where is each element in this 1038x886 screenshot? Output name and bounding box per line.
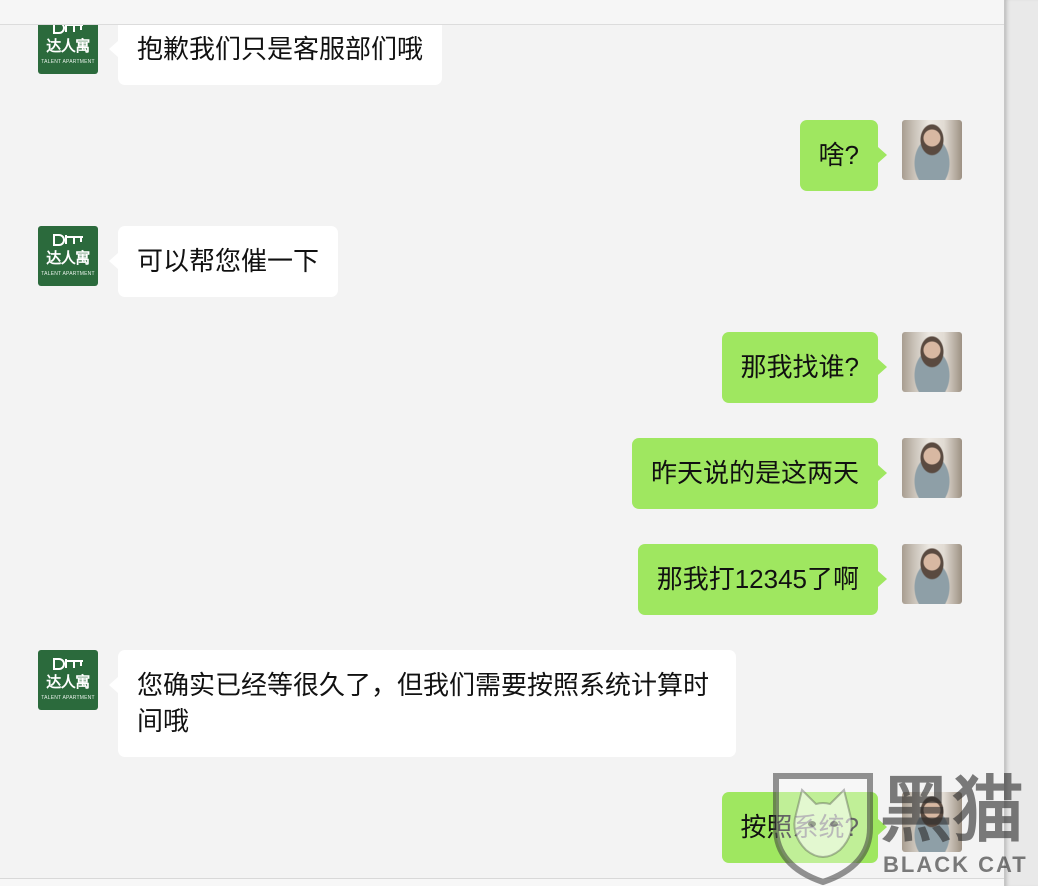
message-text: 您确实已经等很久了，但我们需要按照系统计算时间哦 (137, 670, 710, 736)
message-text: 抱歉我们只是客服部们哦 (137, 34, 424, 64)
window-edge-panel (1004, 0, 1038, 886)
agent-avatar-name: 达人寓 (46, 250, 90, 267)
message-row-outgoing: 昨天说的是这两天 (38, 438, 962, 509)
agent-avatar-name: 达人寓 (46, 38, 90, 55)
message-row-outgoing: 那我找谁? (38, 332, 962, 403)
agent-avatar-name: 达人寓 (46, 674, 90, 691)
agent-avatar-subtitle: TALENT APARTMENT (41, 695, 95, 701)
user-avatar[interactable] (902, 438, 962, 498)
message-row-incoming: 达人寓 TALENT APARTMENT 您确实已经等很久了，但我们需要按照系统… (38, 650, 962, 757)
message-row-outgoing: 那我打12345了啊 (38, 544, 962, 615)
chat-footer-divider (0, 878, 1004, 886)
agent-avatar-subtitle: TALENT APARTMENT (41, 271, 95, 277)
message-bubble-incoming[interactable]: 您确实已经等很久了，但我们需要按照系统计算时间哦 (109, 650, 736, 757)
message-list[interactable]: 达人寓 TALENT APARTMENT 抱歉我们只是客服部们哦 啥? (0, 0, 1004, 878)
key-icon (53, 658, 83, 670)
message-bubble-outgoing[interactable]: 那我打12345了啊 (637, 544, 888, 615)
message-text: 那我打12345了啊 (656, 564, 859, 594)
message-bubble-outgoing[interactable]: 按照系统? (721, 792, 888, 863)
message-row-outgoing: 啥? (38, 120, 962, 191)
message-row-incoming: 达人寓 TALENT APARTMENT 可以帮您催一下 (38, 226, 962, 297)
message-list-content: 达人寓 TALENT APARTMENT 抱歉我们只是客服部们哦 啥? (38, 14, 962, 863)
message-bubble-outgoing[interactable]: 昨天说的是这两天 (631, 438, 888, 509)
chat-header (0, 0, 1004, 25)
message-text: 可以帮您催一下 (137, 246, 320, 276)
message-row-incoming: 达人寓 TALENT APARTMENT 抱歉我们只是客服部们哦 (38, 14, 962, 85)
message-text: 按照系统? (740, 812, 859, 842)
message-text: 那我找谁? (740, 352, 859, 382)
agent-avatar[interactable]: 达人寓 TALENT APARTMENT (38, 650, 98, 710)
agent-avatar[interactable]: 达人寓 TALENT APARTMENT (38, 226, 98, 286)
user-avatar[interactable] (902, 544, 962, 604)
message-text: 昨天说的是这两天 (650, 458, 859, 488)
message-row-outgoing: 按照系统? (38, 792, 962, 863)
user-avatar[interactable] (902, 332, 962, 392)
message-text: 啥? (818, 140, 859, 170)
message-bubble-incoming[interactable]: 抱歉我们只是客服部们哦 (108, 14, 443, 85)
agent-avatar-subtitle: TALENT APARTMENT (41, 59, 95, 65)
user-avatar[interactable] (902, 792, 962, 852)
message-bubble-outgoing[interactable]: 那我找谁? (721, 332, 888, 403)
key-icon (53, 234, 83, 246)
message-bubble-incoming[interactable]: 可以帮您催一下 (108, 226, 339, 297)
user-avatar[interactable] (902, 120, 962, 180)
message-bubble-outgoing[interactable]: 啥? (799, 120, 888, 191)
